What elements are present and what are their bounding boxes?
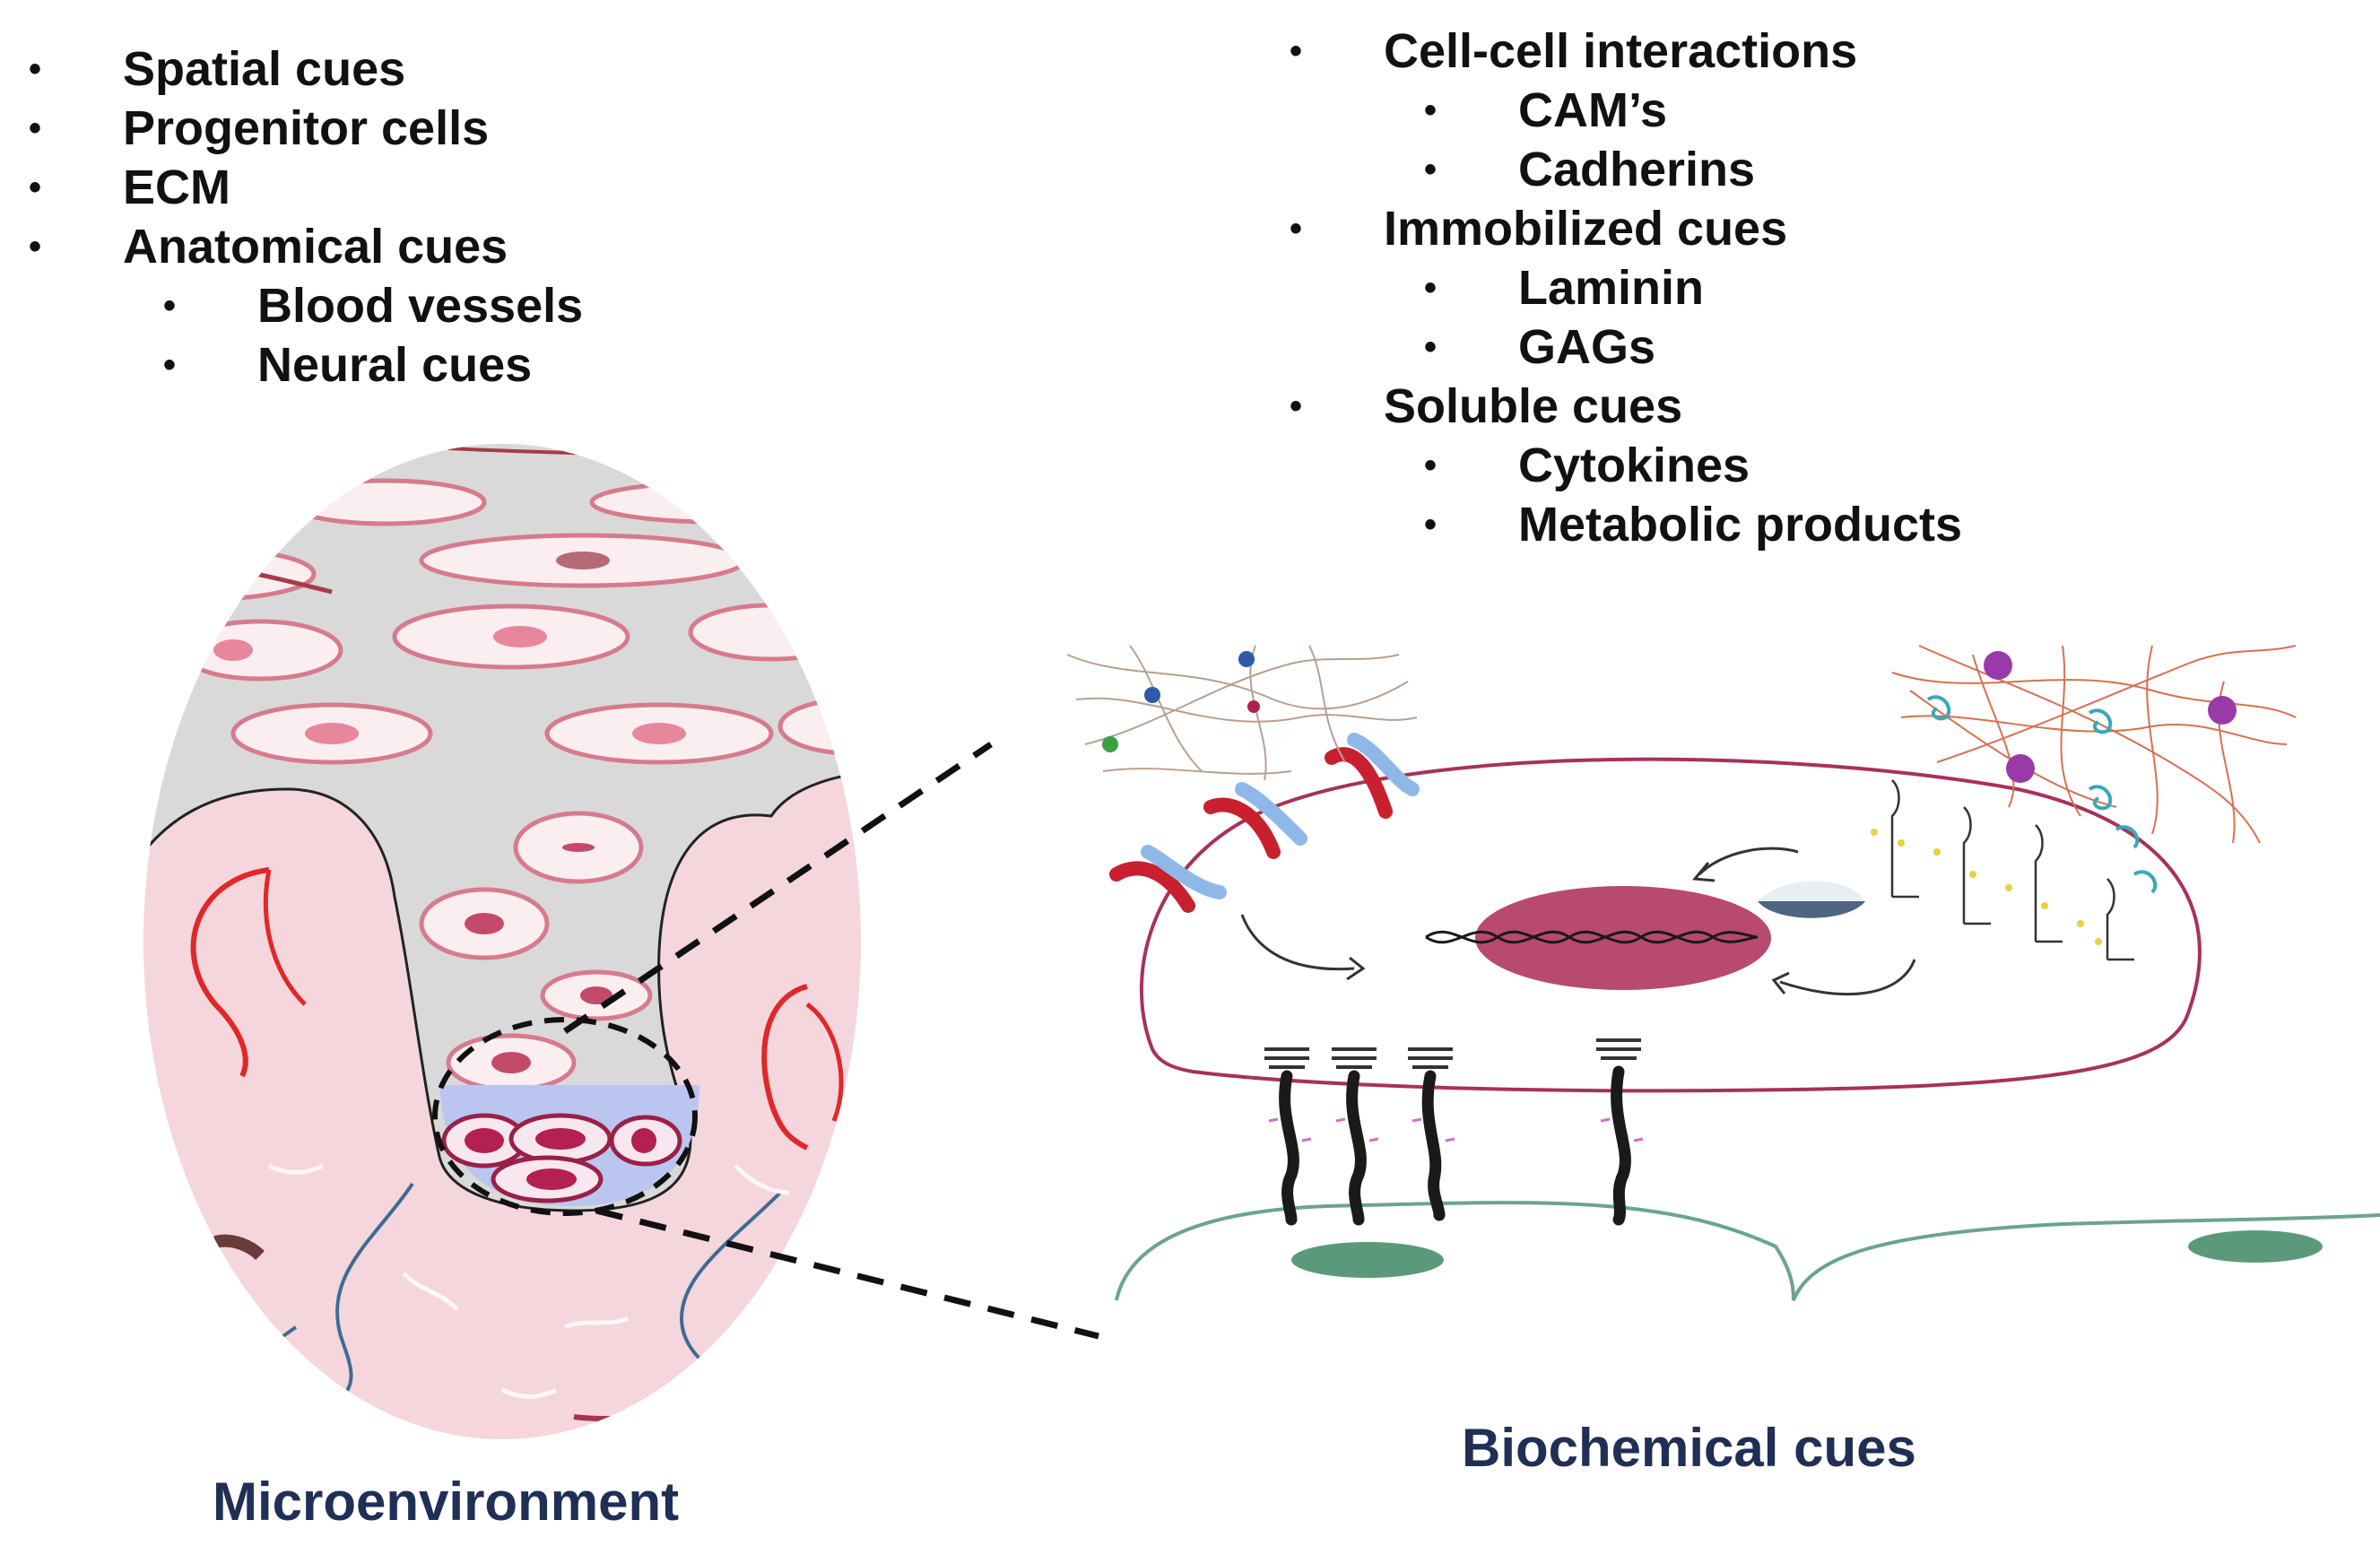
growth-factor [1984, 651, 2012, 680]
microenvironment-cue-list: • Spatial cues • Progenitor cells • ECM • Anato… [29, 39, 583, 395]
laminin-receptors [1890, 779, 2134, 961]
bullet-icon: • [1424, 268, 1438, 308]
adhesion-receptors [1279, 1065, 1631, 1226]
signal-arrow [1698, 847, 1799, 876]
biochemical-cue-item: • Cadherins [1384, 140, 1962, 199]
microenvironment-caption: Microenvironment [213, 1472, 680, 1532]
signal-arrow [1779, 959, 1916, 996]
blood-vessel [761, 984, 809, 1151]
bullet-icon: • [29, 49, 42, 89]
microenvironment-cue-item: • Neural cues [123, 335, 583, 395]
biochemical-cue-item: • Cytokines [1384, 436, 1962, 495]
cell-membrane [1140, 757, 2202, 1093]
bullet-icon: • [1424, 91, 1438, 130]
growth-factor [1238, 651, 1255, 667]
biochemical-cue-item: • Cell-cell interactions [1290, 22, 1962, 81]
bullet-icon: • [1290, 386, 1303, 426]
biochemical-cue-item-label: Laminin [1518, 261, 1705, 315]
blood-vessel [263, 869, 307, 1006]
nucleus [1475, 886, 1771, 990]
microenvironment-cue-item: • Blood vessels [123, 276, 583, 335]
biochemical-cue-item: • Metabolic products [1384, 495, 1962, 554]
bullet-icon: • [1424, 446, 1438, 485]
zoom-circle [432, 1017, 698, 1216]
growth-factor [1102, 736, 1118, 752]
biochemical-cue-item-label: GAGs [1518, 320, 1656, 374]
microenvironment-cue-item-label: Anatomical cues [123, 220, 508, 274]
biochemical-cue-item: • Laminin [1384, 258, 1962, 317]
zoom-line-top [563, 742, 993, 1034]
bullet-icon: • [1424, 327, 1438, 367]
bullet-icon: • [163, 345, 177, 385]
growth-factor [2208, 696, 2237, 725]
receptor-ticks [1268, 1117, 1644, 1142]
blood-vessel [190, 867, 270, 1078]
microenvironment-cue-item-label: Progenitor cells [123, 101, 490, 155]
microenvironment-cue-item: • ECM [29, 158, 583, 217]
ecm-fibers-left [1066, 645, 1418, 781]
growth-factor [1144, 687, 1160, 703]
bullet-icon: • [1424, 505, 1438, 544]
growth-factor [2006, 754, 2035, 783]
biochemical-cue-item-label: Soluble cues [1384, 379, 1683, 433]
neighbor-nucleus [1291, 1242, 1444, 1278]
biochemical-cue-item: • CAM’s [1384, 81, 1962, 140]
biochemical-cue-item: • Soluble cues [1290, 377, 1962, 436]
bullet-icon: • [1290, 31, 1303, 71]
microenvironment-cue-item-label: Blood vessels [257, 279, 584, 333]
microenvironment-cue-item: • Anatomical cues [29, 217, 583, 276]
biochemical-cue-item-label: Cell-cell interactions [1384, 24, 1858, 78]
signal-arrow [1240, 914, 1355, 971]
bullet-icon: • [29, 168, 42, 207]
growth-factor [1247, 700, 1260, 713]
nerve [232, 1325, 298, 1374]
biochemical-cue-item-label: Immobilized cues [1384, 202, 1788, 256]
nerve [335, 1182, 414, 1401]
neighbor-cell-membrane [1115, 1201, 2380, 1301]
bullet-icon: • [1424, 150, 1438, 189]
gag-molecules [1926, 695, 2158, 894]
bullet-icon: • [163, 286, 177, 326]
stem-cell-nuclei [465, 1128, 656, 1190]
biochemical-cue-item-label: CAM’s [1518, 83, 1668, 137]
receptor-dots [1871, 829, 2102, 945]
vesicle [1758, 881, 1865, 901]
bullet-icon: • [1290, 209, 1303, 248]
biochemical-cue-list: •Cell-cell interactions•CAM’s•Cadherins•… [1290, 22, 1962, 554]
microenvironment-cue-item: • Progenitor cells [29, 99, 583, 158]
microenvironment-cue-item-label: Neural cues [257, 338, 533, 392]
bullet-icon: • [29, 227, 42, 266]
biochemical-cue-item-label: Cytokines [1518, 439, 1750, 492]
biochemical-cue-item: • GAGs [1384, 317, 1962, 377]
microenvironment-oval [143, 444, 861, 1439]
biochemical-cues-caption: Biochemical cues [1462, 1418, 1916, 1478]
biochemical-cue-item-label: Cadherins [1518, 143, 1756, 196]
microenvironment-cue-item: • Spatial cues [29, 39, 583, 99]
bullet-icon: • [29, 109, 42, 148]
blood-vessel [805, 1002, 844, 1122]
biochemical-cue-item: • Immobilized cues [1290, 199, 1962, 258]
biochemical-cell-diagram [1066, 645, 2380, 1301]
biochemical-cue-item-label: Metabolic products [1518, 498, 1963, 552]
receptor-caps [1264, 1038, 1641, 1069]
microenvironment-cue-item-label: ECM [123, 161, 230, 214]
cadherin-pairs [1109, 733, 1420, 913]
neighbor-nucleus [2188, 1230, 2323, 1263]
microenvironment-cue-item-label: Spatial cues [123, 42, 406, 96]
